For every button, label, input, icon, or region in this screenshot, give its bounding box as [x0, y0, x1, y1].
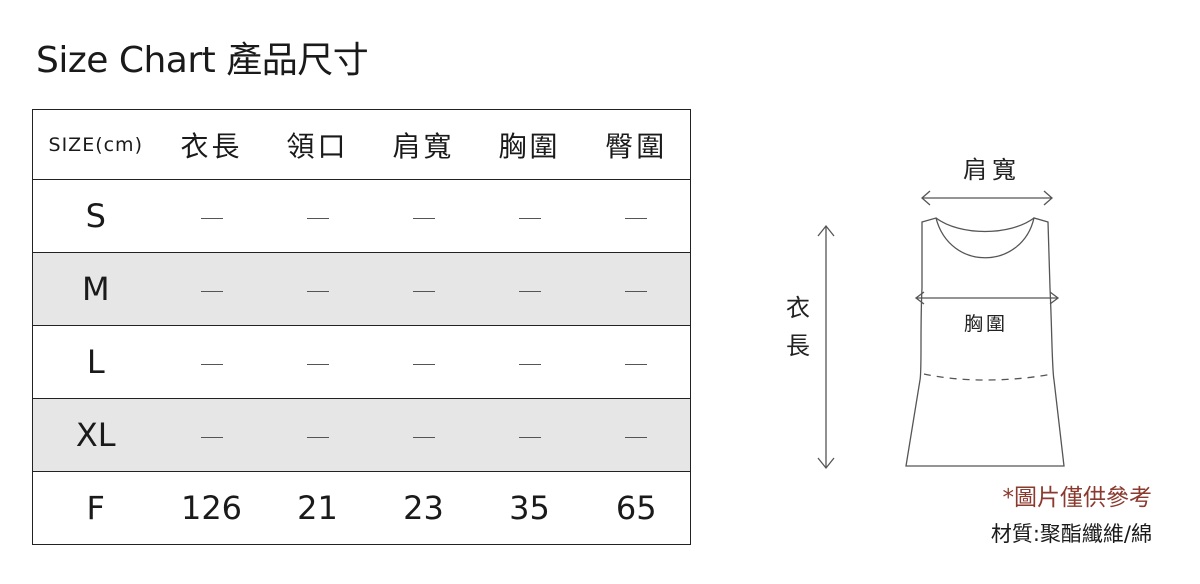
header-chest: 胸圍: [476, 109, 583, 180]
size-cell: F: [32, 471, 159, 545]
size-cell: L: [32, 325, 159, 399]
dash-mark: [412, 217, 435, 219]
header-row: SIZE(cm) 衣長 領口 肩寬 胸圍 臀圍: [32, 109, 691, 180]
length-arrow-bottom: [817, 457, 835, 470]
value-cell: [370, 325, 477, 399]
dash-mark: [625, 363, 648, 365]
value-cell: [476, 325, 583, 399]
length-label-top: 衣: [786, 294, 810, 322]
dash-mark: [518, 363, 541, 365]
dash-mark: [412, 290, 435, 292]
value-cell: [476, 252, 583, 326]
waist-seam: [923, 373, 1053, 381]
page-title: Size Chart 產品尺寸: [36, 40, 369, 81]
length-label-bottom: 長: [786, 332, 810, 360]
dash-mark: [200, 217, 223, 219]
dash-mark: [306, 363, 329, 365]
value-cell: [476, 398, 583, 472]
dash-mark: [412, 363, 435, 365]
dash-mark: [625, 217, 648, 219]
dash-mark: [200, 363, 223, 365]
dash-mark: [625, 290, 648, 292]
value-cell: 126: [158, 471, 265, 545]
table-row: L: [32, 325, 691, 399]
size-cell: M: [32, 252, 159, 326]
material-note: 材質:聚酯纖維/綿: [990, 522, 1152, 546]
dash-mark: [306, 217, 329, 219]
value-cell: [370, 179, 477, 253]
value-cell: [476, 179, 583, 253]
garment-outline: [905, 217, 1065, 467]
size-cell: S: [32, 179, 159, 253]
header-shoulder: 肩寬: [370, 109, 477, 180]
dash-mark: [625, 436, 648, 438]
shoulder-arrow-left: [921, 190, 931, 206]
garment-diagram: 肩寬 衣 長 胸圍: [786, 156, 1065, 470]
value-cell: 35: [476, 471, 583, 545]
value-cell: [582, 179, 691, 253]
value-cell: 65: [582, 471, 691, 545]
header-length: 衣長: [158, 109, 265, 180]
value-cell: 23: [370, 471, 477, 545]
value-cell: [582, 252, 691, 326]
chest-label: 胸圍: [964, 313, 1008, 335]
table-row: XL: [32, 398, 691, 472]
value-cell: [264, 398, 371, 472]
dash-mark: [412, 436, 435, 438]
value-cell: [582, 325, 691, 399]
neckline: [935, 217, 1035, 233]
chest-arrow-left: [914, 291, 925, 305]
value-cell: [158, 398, 265, 472]
dash-mark: [518, 290, 541, 292]
length-arrow-top: [817, 224, 835, 237]
chest-arrow-right: [1049, 291, 1060, 305]
value-cell: [370, 252, 477, 326]
dash-mark: [518, 436, 541, 438]
shoulder-arrow-right: [1043, 190, 1053, 206]
value-cell: [264, 179, 371, 253]
shoulder-label: 肩寬: [963, 156, 1021, 184]
value-cell: [264, 252, 371, 326]
value-cell: [264, 325, 371, 399]
header-neck: 領口: [264, 109, 371, 180]
table-row: S: [32, 179, 691, 253]
value-cell: [158, 325, 265, 399]
value-cell: [582, 398, 691, 472]
value-cell: 21: [264, 471, 371, 545]
header-size: SIZE(cm): [32, 109, 159, 180]
size-cell: XL: [32, 398, 159, 472]
disclaimer-note: *圖片僅供參考: [1002, 485, 1153, 511]
dash-mark: [200, 436, 223, 438]
dash-mark: [518, 217, 541, 219]
table-row: M: [32, 252, 691, 326]
value-cell: [158, 179, 265, 253]
header-hip: 臀圍: [582, 109, 691, 180]
dash-mark: [306, 436, 329, 438]
value-cell: [370, 398, 477, 472]
value-cell: [158, 252, 265, 326]
dash-mark: [306, 290, 329, 292]
dash-mark: [200, 290, 223, 292]
